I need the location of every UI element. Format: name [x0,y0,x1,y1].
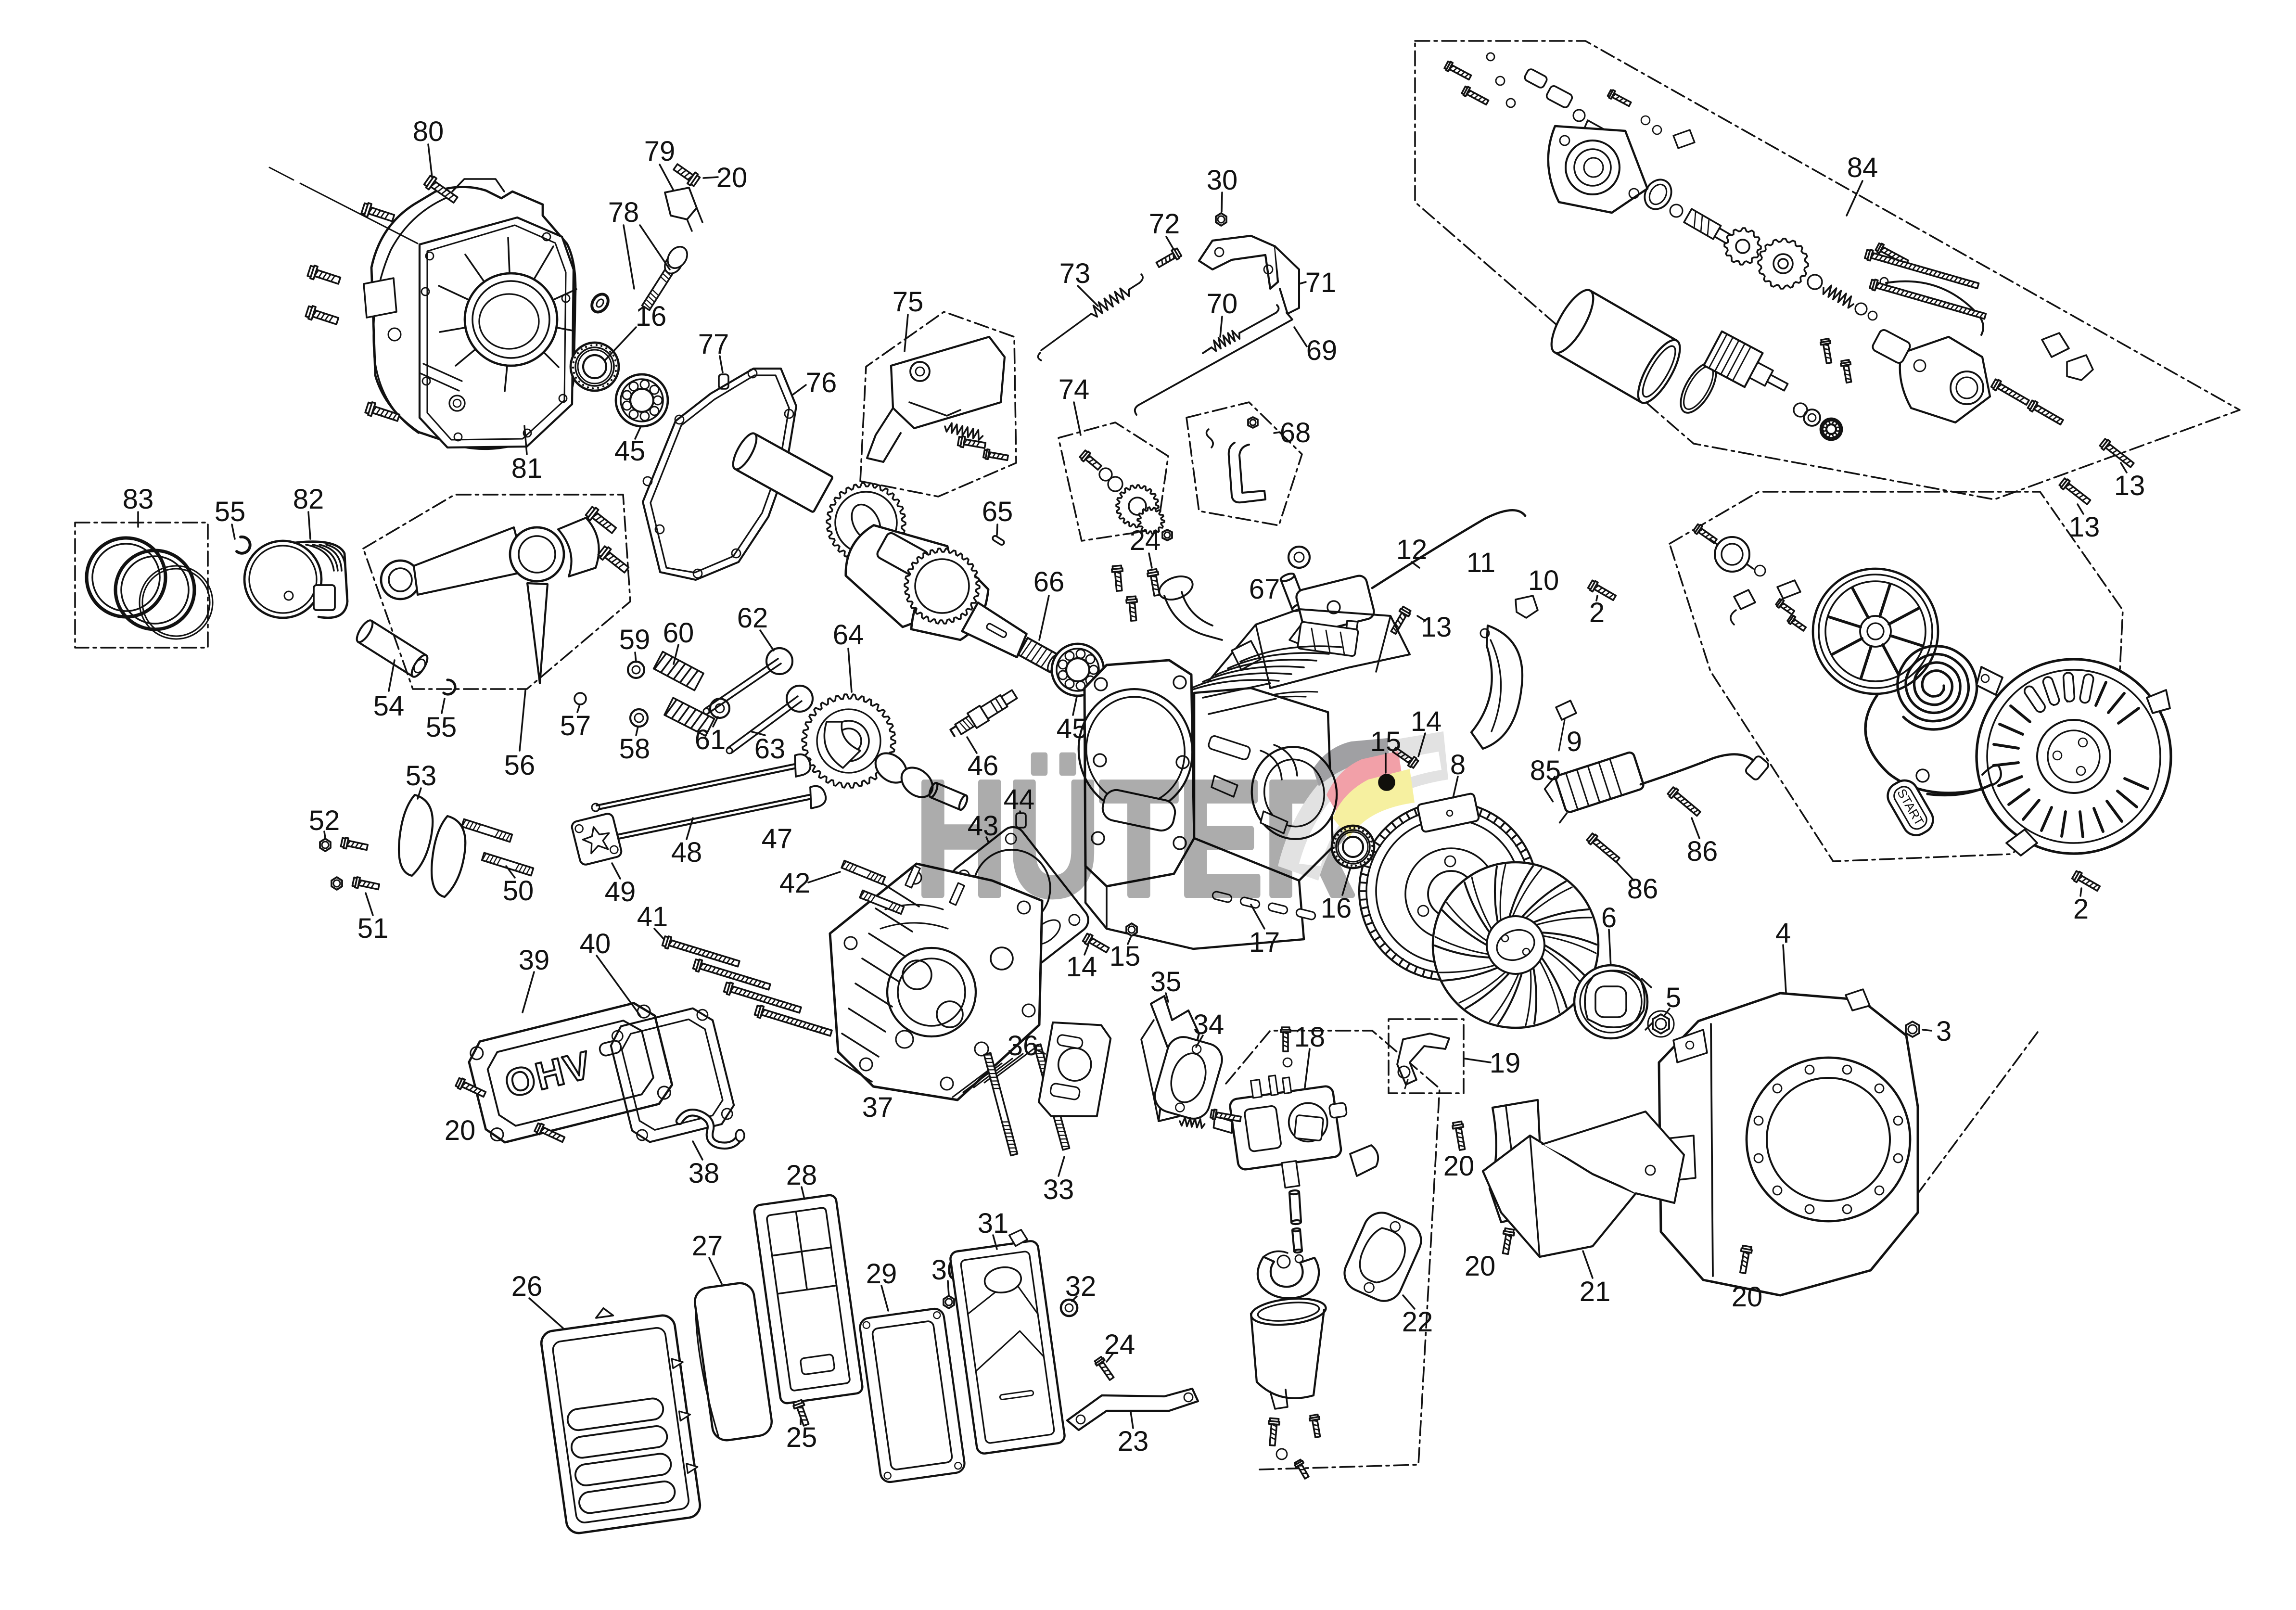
svg-text:77: 77 [698,329,729,360]
svg-text:HÜTER: HÜTER [915,747,1355,930]
svg-text:12: 12 [1396,534,1428,565]
svg-text:3: 3 [1936,1016,1952,1047]
svg-text:43: 43 [968,810,999,842]
svg-text:85: 85 [1530,755,1561,786]
svg-text:69: 69 [1306,335,1338,366]
svg-text:35: 35 [1150,966,1182,997]
svg-text:82: 82 [293,484,324,515]
svg-text:16: 16 [636,301,667,332]
svg-text:57: 57 [560,710,591,741]
svg-text:8: 8 [1450,749,1466,780]
svg-text:34: 34 [1193,1009,1225,1040]
svg-text:55: 55 [426,712,457,743]
svg-text:4: 4 [1775,918,1791,949]
svg-text:84: 84 [1847,152,1878,183]
svg-text:47: 47 [762,823,793,855]
svg-text:14: 14 [1411,706,1442,737]
svg-text:26: 26 [511,1271,543,1302]
svg-text:83: 83 [123,484,154,515]
svg-text:59: 59 [619,624,651,655]
svg-text:24: 24 [1130,525,1161,556]
svg-text:55: 55 [215,496,246,527]
svg-text:44: 44 [1004,784,1035,815]
svg-text:62: 62 [737,602,768,634]
svg-text:31: 31 [978,1208,1009,1239]
svg-text:79: 79 [644,136,676,167]
svg-text:22: 22 [1402,1306,1433,1338]
svg-text:58: 58 [619,733,651,765]
svg-text:30: 30 [1207,165,1238,196]
svg-text:50: 50 [503,875,534,907]
svg-text:53: 53 [406,760,437,792]
svg-text:81: 81 [511,453,543,484]
svg-text:42: 42 [779,868,811,899]
svg-text:20: 20 [1465,1251,1496,1282]
svg-text:17: 17 [1249,927,1280,958]
svg-text:29: 29 [866,1258,897,1290]
svg-text:51: 51 [357,913,389,944]
svg-text:80: 80 [413,116,444,147]
svg-text:33: 33 [1043,1174,1074,1205]
svg-text:16: 16 [1321,893,1352,924]
svg-text:60: 60 [663,617,694,649]
svg-text:15: 15 [1110,941,1141,972]
svg-text:21: 21 [1580,1276,1611,1307]
svg-text:45: 45 [614,435,646,467]
svg-text:39: 39 [519,945,550,976]
svg-text:66: 66 [1033,566,1065,598]
svg-text:61: 61 [695,724,726,755]
svg-text:18: 18 [1294,1022,1326,1053]
svg-text:71: 71 [1305,267,1337,298]
svg-text:64: 64 [833,619,864,651]
svg-text:56: 56 [504,750,536,781]
svg-text:6: 6 [1601,902,1617,933]
svg-text:24: 24 [1104,1329,1135,1360]
svg-text:20: 20 [445,1115,476,1146]
svg-text:27: 27 [692,1230,723,1262]
svg-text:54: 54 [373,690,405,722]
svg-text:13: 13 [2114,470,2145,501]
svg-text:14: 14 [1066,951,1097,983]
svg-text:20: 20 [1732,1281,1763,1313]
svg-text:67: 67 [1249,574,1280,605]
svg-text:20: 20 [1443,1150,1475,1182]
svg-text:63: 63 [754,733,786,765]
svg-text:41: 41 [637,901,668,933]
svg-text:70: 70 [1207,288,1238,319]
svg-text:20: 20 [716,162,748,193]
svg-text:75: 75 [893,286,924,318]
svg-text:48: 48 [671,837,702,868]
svg-text:86: 86 [1687,836,1718,867]
svg-text:2: 2 [2073,894,2089,925]
svg-text:65: 65 [982,496,1013,527]
svg-text:38: 38 [689,1158,720,1189]
svg-text:72: 72 [1149,208,1180,240]
svg-text:46: 46 [968,750,999,781]
svg-text:13: 13 [2069,511,2100,543]
svg-text:10: 10 [1528,565,1559,596]
svg-text:5: 5 [1666,982,1681,1013]
svg-text:32: 32 [1065,1271,1097,1302]
svg-text:23: 23 [1118,1426,1149,1457]
svg-text:76: 76 [806,367,837,398]
svg-text:74: 74 [1059,374,1090,405]
svg-text:13: 13 [1421,612,1452,643]
svg-text:25: 25 [786,1422,817,1453]
svg-text:9: 9 [1567,726,1582,757]
svg-text:11: 11 [1467,547,1495,578]
svg-text:78: 78 [608,197,639,228]
svg-text:49: 49 [605,876,636,907]
svg-text:36: 36 [1008,1030,1039,1061]
svg-text:28: 28 [786,1160,817,1191]
svg-text:2: 2 [1589,597,1605,628]
svg-text:19: 19 [1490,1048,1521,1079]
svg-text:40: 40 [580,928,611,959]
svg-text:68: 68 [1280,417,1311,448]
svg-text:37: 37 [862,1092,893,1123]
svg-text:73: 73 [1059,258,1091,289]
